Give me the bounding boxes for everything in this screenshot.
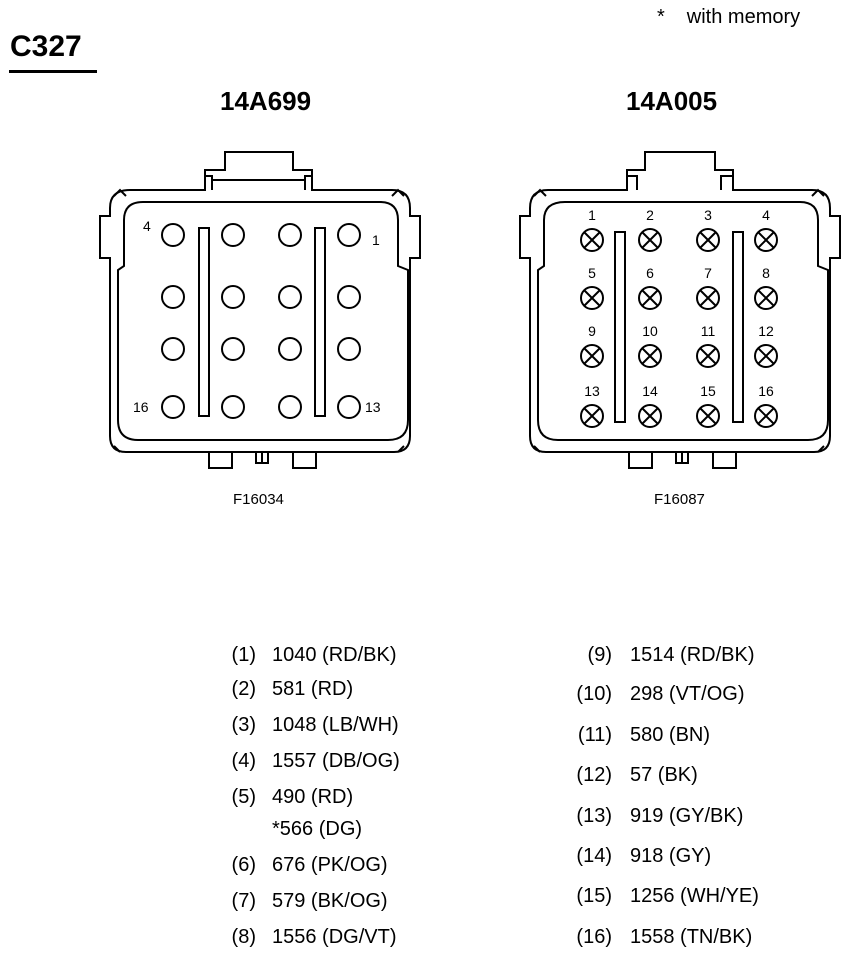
left-pin-label-13: 13	[365, 399, 381, 415]
memory-note-text: with memory	[686, 6, 801, 28]
x-pin	[696, 344, 720, 368]
left-pin-label-16: 16	[133, 399, 149, 415]
right-pin-label: 8	[762, 265, 770, 281]
pin-number: (12)	[576, 764, 612, 786]
x-pin	[754, 344, 778, 368]
right-connector-drawing	[519, 151, 841, 469]
pin-number: (7)	[231, 890, 256, 912]
pin-number: (14)	[576, 845, 612, 867]
x-pin	[638, 404, 662, 428]
x-pin	[580, 228, 604, 252]
right-pin-label: 5	[588, 265, 596, 281]
right-pin-label: 10	[642, 323, 658, 339]
pin-circuit: 579 (BK/OG)	[272, 890, 388, 912]
left-pin-label-4: 4	[143, 218, 151, 234]
memory-note-symbol: *	[657, 6, 665, 28]
pin-circuit: 1048 (LB/WH)	[272, 714, 399, 736]
right-pin-label: 4	[762, 207, 770, 223]
pin-circuit: 57 (BK)	[630, 764, 698, 786]
right-pin-label: 14	[642, 383, 658, 399]
pin-circuit: 580 (BN)	[630, 724, 711, 746]
pin-circuit: 1558 (TN/BK)	[630, 926, 753, 948]
pin-circuit: 1557 (DB/OG)	[272, 750, 400, 772]
pin-number: (1)	[231, 644, 256, 666]
x-pin	[580, 404, 604, 428]
pin-circuit: 1256 (WH/YE)	[630, 885, 759, 907]
connector-id: C327	[10, 30, 82, 63]
pin-number: (5)	[231, 786, 256, 808]
left-connector-drawing	[99, 151, 421, 469]
pin-circuit: 1556 (DG/VT)	[272, 926, 397, 948]
right-pin-label: 16	[758, 383, 774, 399]
pin-number: (3)	[231, 714, 256, 736]
pin-circuit: 581 (RD)	[272, 678, 354, 700]
pin-number: (16)	[576, 926, 612, 948]
pin-circuit-alt: *566 (DG)	[272, 818, 363, 840]
right-pin-label: 3	[704, 207, 712, 223]
pin-circuit: 676 (PK/OG)	[272, 854, 388, 876]
left-connector-part-number: 14A699	[220, 86, 312, 116]
memory-note: * with memory	[657, 6, 800, 29]
left-pin-label-1: 1	[372, 232, 380, 248]
pin-circuit: 1514 (RD/BK)	[630, 644, 755, 666]
right-connector-part-number: 14A005	[626, 86, 718, 116]
pin-circuit: 490 (RD)	[272, 786, 354, 808]
right-pin-label: 6	[646, 265, 654, 281]
pin-circuit: 918 (GY)	[630, 845, 712, 867]
x-pin	[580, 286, 604, 310]
pin-number: (9)	[587, 644, 612, 666]
pin-number: (10)	[576, 683, 612, 705]
right-pin-label: 15	[700, 383, 716, 399]
x-pin	[638, 228, 662, 252]
right-pin-label: 2	[646, 207, 654, 223]
pin-number: (6)	[231, 854, 256, 876]
left-figure-id: F16034	[233, 491, 284, 508]
pin-circuit: 1040 (RD/BK)	[272, 644, 397, 666]
right-pin-label: 7	[704, 265, 712, 281]
x-pin	[754, 228, 778, 252]
x-pin	[638, 344, 662, 368]
right-pin-label: 1	[588, 207, 596, 223]
pin-circuit: 919 (GY/BK)	[630, 805, 744, 827]
pin-number: (8)	[231, 926, 256, 948]
x-pin	[638, 286, 662, 310]
x-pin	[580, 344, 604, 368]
pin-number: (15)	[576, 885, 612, 907]
x-pin	[696, 228, 720, 252]
x-pin	[754, 286, 778, 310]
pin-circuit: 298 (VT/OG)	[630, 683, 745, 705]
right-pin-label: 11	[701, 323, 716, 339]
pin-number: (4)	[231, 750, 256, 772]
right-pin-label: 12	[758, 323, 774, 339]
pin-number: (13)	[576, 805, 612, 827]
x-pin	[754, 404, 778, 428]
right-pin-label: 9	[588, 323, 596, 339]
x-pin	[696, 286, 720, 310]
connector-id-underline	[9, 70, 97, 73]
right-pin-label: 13	[584, 383, 600, 399]
pin-number: (11)	[577, 724, 612, 746]
right-figure-id: F16087	[654, 491, 705, 508]
pin-number: (2)	[231, 678, 256, 700]
right-connector-pins	[580, 228, 778, 428]
x-pin	[696, 404, 720, 428]
